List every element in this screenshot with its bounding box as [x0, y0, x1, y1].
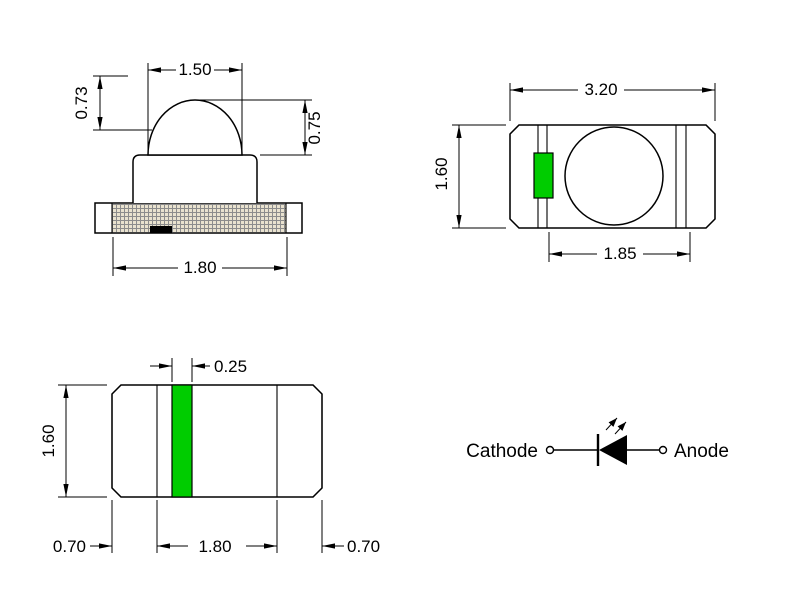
extension-lines	[452, 124, 506, 229]
dim-label-dome-width: 1.50	[178, 60, 211, 79]
extension-lines	[93, 75, 152, 131]
extension-lines	[147, 63, 243, 150]
light-emission-arrows	[605, 417, 627, 435]
extension-lines	[58, 384, 107, 498]
side-view: 1.50 0.73 0.75 1.80	[72, 60, 324, 277]
right-terminal-pad	[685, 124, 716, 229]
dim-label-pad-right: 0.70	[347, 537, 380, 556]
dim-base-width: 1.80	[112, 237, 288, 277]
dim-height: 1.60	[39, 384, 107, 498]
dim-label-center: 1.80	[198, 537, 231, 556]
base-strip-edges	[111, 203, 287, 233]
bottom-view-outline	[111, 384, 323, 498]
cathode-mark	[533, 152, 554, 199]
dim-label-pad-left: 0.70	[53, 537, 86, 556]
bottom-view: 0.25 1.60 0.70 1.80 0.70	[39, 357, 380, 556]
dim-height-left: 0.73	[72, 75, 152, 131]
schematic-symbol: Cathode Anode	[466, 417, 729, 466]
package-body-outline	[132, 154, 258, 203]
extension-lines	[171, 358, 193, 382]
left-pad	[111, 384, 158, 498]
anode-label: Anode	[674, 441, 729, 462]
dim-label-height-left: 0.73	[72, 86, 91, 119]
dim-width: 3.20	[509, 80, 716, 121]
extension-lines	[548, 232, 691, 262]
lens-circle	[564, 126, 664, 226]
cathode-label: Cathode	[466, 441, 538, 462]
emission-arrow	[605, 417, 618, 431]
dim-bottom-row: 0.70 1.80 0.70	[53, 500, 380, 556]
dim-label-base-width: 1.80	[183, 258, 216, 277]
top-view: 3.20 1.60 1.85	[432, 80, 716, 263]
dim-label-height: 1.60	[39, 424, 58, 457]
dim-dome-width: 1.50	[147, 60, 243, 150]
dim-label-height: 1.60	[432, 157, 451, 190]
right-pad	[276, 384, 323, 498]
dim-label-width: 3.20	[584, 80, 617, 99]
dim-height-right: 0.75	[200, 99, 324, 156]
cathode-terminal	[545, 445, 555, 455]
extension-lines	[200, 99, 312, 156]
dim-label-mark: 0.25	[214, 357, 247, 376]
dim-label-inner: 1.85	[603, 244, 636, 263]
dim-height: 1.60	[432, 124, 506, 229]
base-strip-mesh	[112, 204, 286, 232]
dim-mark: 0.25	[150, 357, 247, 382]
extension-lines	[111, 500, 323, 553]
diode-triangle	[599, 435, 627, 465]
lens-dome-outline	[147, 99, 243, 156]
emission-arrow	[614, 421, 627, 435]
cathode-stripe	[171, 384, 193, 498]
anode-terminal	[658, 445, 668, 455]
dim-label-height-right: 0.75	[305, 111, 324, 144]
dim-inner: 1.85	[548, 232, 691, 263]
base-strip-mark	[150, 226, 172, 233]
left-terminal-pad	[509, 124, 539, 229]
